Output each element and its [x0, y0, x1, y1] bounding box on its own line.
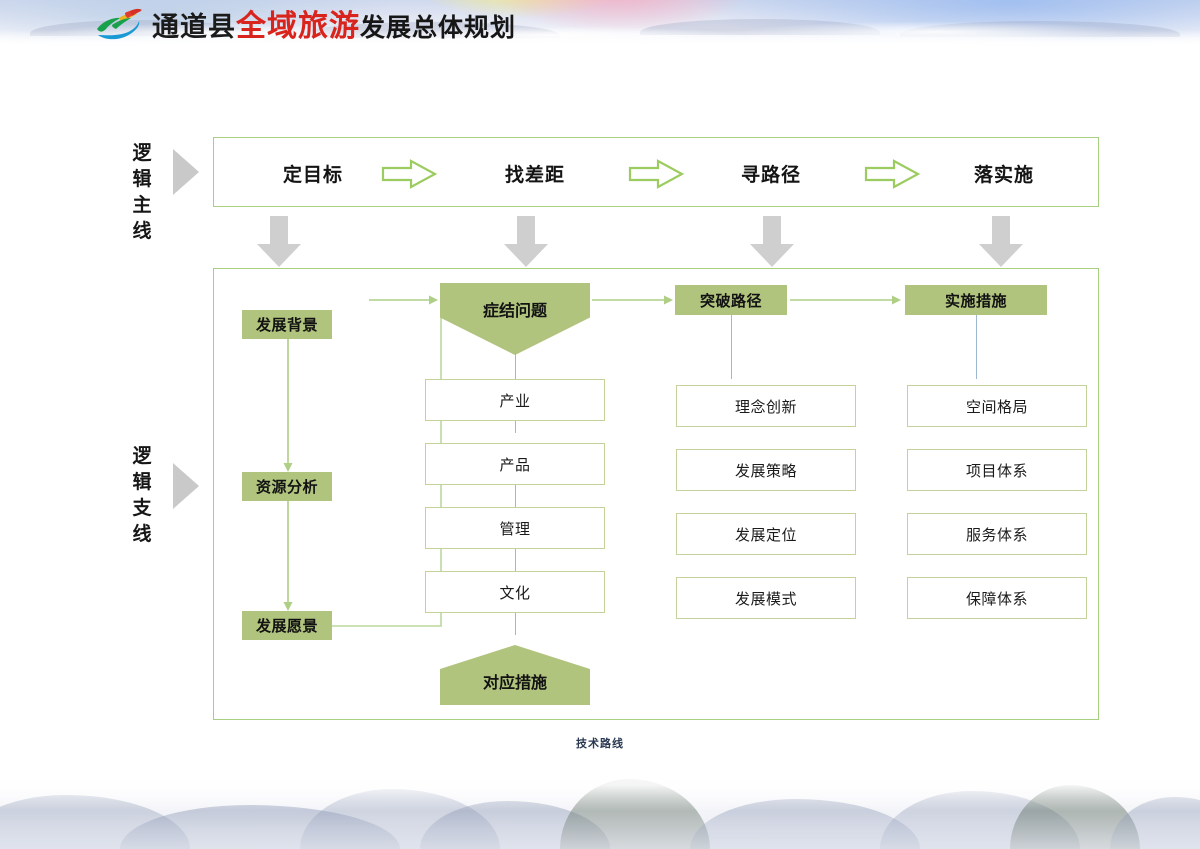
header-banner: [0, 0, 1200, 52]
main-line-container: 定目标 找差距 寻路径 落实施: [213, 137, 1099, 207]
col-breakthrough-path-item-3[interactable]: 发展定位: [676, 513, 856, 555]
col-background-item-1[interactable]: 发展背景: [242, 310, 332, 339]
col-implementation-measures-item-4[interactable]: 保障体系: [907, 577, 1087, 619]
side-label-char: 辑: [132, 471, 152, 493]
branch-line-container: 发展背景 资源分析 发展愿景 症结问题 产业 产品 管理 文化 对应措: [213, 268, 1099, 720]
tongdao-tourism-swoosh-logo-icon: [97, 8, 142, 40]
side-label-char: 主: [132, 194, 152, 216]
block-arrow-right-icon: [628, 159, 684, 189]
arrow-right-icon: [790, 295, 901, 305]
col-breakthrough-path-head[interactable]: 突破路径: [675, 285, 787, 315]
side-label-char: 辑: [132, 168, 152, 190]
page-title-part-1: 通道县: [152, 11, 236, 43]
block-arrow-down-icon: [979, 216, 1023, 267]
connector-line: [515, 549, 516, 571]
side-label-branch-line: 逻 辑 支 线: [129, 443, 155, 547]
page-title-part-3: 发展总体规划: [360, 12, 517, 42]
col-breakthrough-path-item-1[interactable]: 理念创新: [676, 385, 856, 427]
col-implementation-measures-item-2[interactable]: 项目体系: [907, 449, 1087, 491]
col-breakthrough-path-item-2[interactable]: 发展策略: [676, 449, 856, 491]
side-label-char: 逻: [132, 142, 152, 164]
side-label-main-line: 逻 辑 主 线: [129, 140, 155, 244]
side-label-char: 线: [132, 220, 152, 242]
col-background-item-2[interactable]: 资源分析: [242, 472, 332, 501]
block-arrow-down-icon: [257, 216, 301, 267]
col-breakthrough-path-item-4[interactable]: 发展模式: [676, 577, 856, 619]
page-title: 通道县 全域旅游 发展总体规划: [152, 8, 516, 46]
block-arrow-right-icon: [864, 159, 920, 189]
connector-line: [515, 421, 516, 433]
connector-line: [515, 485, 516, 507]
triangle-right-icon: [173, 149, 199, 195]
col-implementation-measures-item-3[interactable]: 服务体系: [907, 513, 1087, 555]
side-label-char: 线: [132, 523, 152, 545]
col-core-problems-foot[interactable]: 对应措施: [440, 645, 590, 705]
footer-haze: [0, 765, 1200, 811]
col-implementation-measures-head[interactable]: 实施措施: [905, 285, 1047, 315]
arrow-down-icon: [283, 339, 293, 472]
triangle-right-icon: [173, 463, 199, 509]
col-core-problems-item-2[interactable]: 产品: [425, 443, 605, 485]
connector-line: [515, 351, 516, 379]
col-core-problems-item-1[interactable]: 产业: [425, 379, 605, 421]
block-arrow-down-icon: [504, 216, 548, 267]
main-line-step-4[interactable]: 落实施: [973, 163, 1034, 186]
page-title-part-2: 全域旅游: [236, 9, 360, 44]
connector-line: [976, 315, 977, 379]
main-line-step-1[interactable]: 定目标: [282, 163, 343, 186]
col-core-problems-item-3[interactable]: 管理: [425, 507, 605, 549]
connector-line: [731, 315, 732, 379]
banner-mist-band: [0, 30, 1200, 52]
block-arrow-down-icon: [750, 216, 794, 267]
connector-line: [515, 613, 516, 635]
block-arrow-right-icon: [381, 159, 437, 189]
col-core-problems-head[interactable]: 症结问题: [440, 283, 590, 355]
col-implementation-measures-item-1[interactable]: 空间格局: [907, 385, 1087, 427]
arrow-down-icon: [283, 501, 293, 611]
main-line-step-3[interactable]: 寻路径: [740, 163, 801, 186]
side-label-char: 逻: [132, 445, 152, 467]
diagram-caption: 技术路线: [576, 737, 624, 750]
main-line-step-2[interactable]: 找差距: [504, 163, 565, 186]
col-core-problems-item-4[interactable]: 文化: [425, 571, 605, 613]
arrow-right-icon: [369, 295, 438, 305]
col-background-item-3[interactable]: 发展愿景: [242, 611, 332, 640]
arrow-right-icon: [592, 295, 673, 305]
side-label-char: 支: [132, 497, 152, 519]
footer-mountain-watermark: [0, 765, 1200, 849]
